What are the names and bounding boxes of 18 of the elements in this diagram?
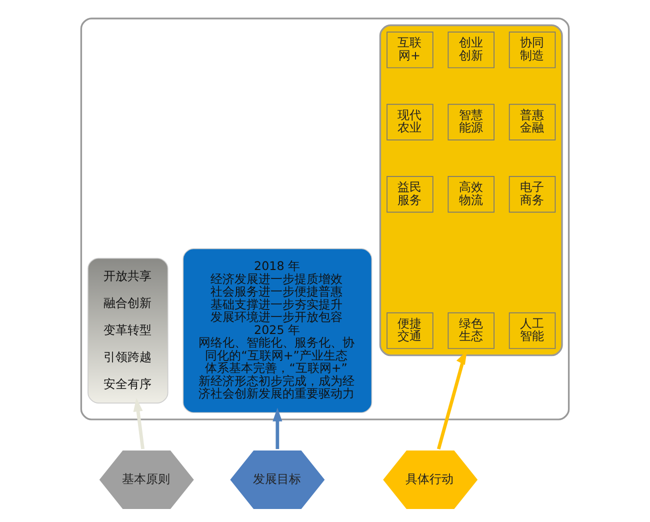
node-box: 益民服务 <box>386 176 434 213</box>
node-box: 电子商务 <box>508 176 556 213</box>
node-box: 现代农业 <box>386 104 434 140</box>
node-box: 人工智能 <box>508 312 556 349</box>
node-box: 智慧能源 <box>448 104 494 140</box>
node-box: 高效物流 <box>448 176 494 213</box>
node-box: 创业创新 <box>448 32 494 68</box>
node-box: 互联网+ <box>386 32 434 68</box>
arrow <box>436 350 468 450</box>
node-box: 2018 年 经济发展进一步提质增效 社会服务进一步便捷普惠 基础支撑进一步夯实提升 发展环境进一步开放包容 2025 年 网络化、智能化、服务化、协同化的“互联网+”产业生态体系基本完善，“互联网+”新经济形态初步完成，成为经济社会创新发展的重要驱动力 <box>182 248 372 414</box>
arrow <box>133 398 145 450</box>
node-box: 开放共享 融合创新 变革转型 引领跨越 安全有序 <box>88 258 168 404</box>
node-box: 协同制造 <box>508 32 556 68</box>
cluster <box>379 24 563 356</box>
node-box: 绿色生态 <box>448 312 494 349</box>
arrow <box>272 408 282 450</box>
node-box: 便捷交通 <box>386 312 434 349</box>
node-box: 普惠金融 <box>508 104 556 140</box>
